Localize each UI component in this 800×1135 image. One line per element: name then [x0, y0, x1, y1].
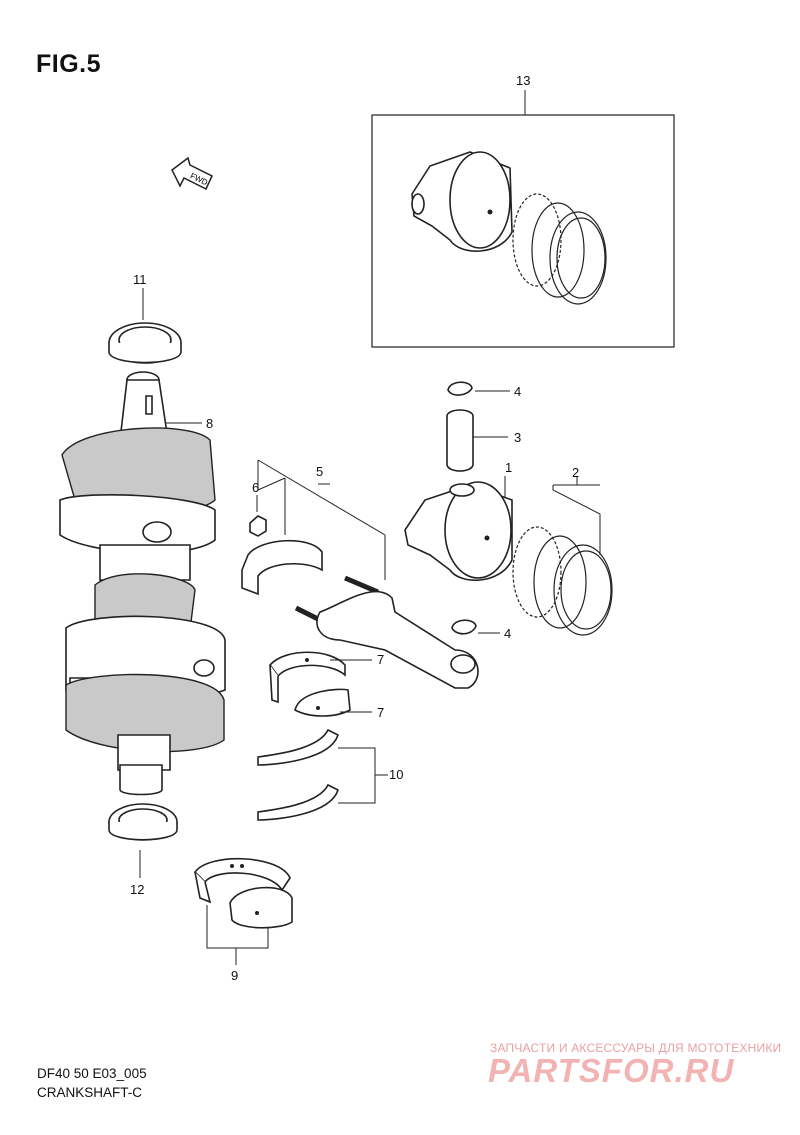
part-13-piston-set-box [371, 90, 675, 348]
callout-1: 1 [505, 460, 512, 475]
watermark-logo: PARTSFOR.RU [488, 1052, 735, 1089]
footer-diagram-name: CRANKSHAFT-C [37, 1085, 143, 1100]
callout-7-lower: 7 [377, 705, 384, 720]
part-8-crankshaft [59, 371, 226, 796]
part-2-piston-rings [512, 476, 613, 636]
part-7-conrod-bearing [268, 651, 372, 717]
watermark-tagline: ЗАПЧАСТИ И АКСЕССУАРЫ ДЛЯ МОТОТЕХНИКИ [490, 1041, 782, 1055]
callout-9: 9 [231, 968, 238, 983]
fwd-arrow-icon: FWD [171, 156, 213, 191]
callout-6: 6 [252, 480, 259, 495]
part-6-nut [249, 495, 267, 537]
part-9-main-bearing [193, 857, 293, 965]
callout-4-upper: 4 [514, 384, 521, 399]
callout-3: 3 [514, 430, 521, 445]
callout-2: 2 [572, 465, 579, 480]
callout-4-lower: 4 [504, 626, 511, 641]
part-11-oil-seal [108, 288, 182, 364]
part-1-piston [404, 476, 513, 581]
part-5-connecting-rod [241, 459, 479, 689]
callout-12: 12 [130, 882, 144, 897]
callout-13: 13 [516, 73, 530, 88]
callout-8: 8 [206, 416, 213, 431]
part-3-piston-pin [446, 409, 508, 472]
callout-7-upper: 7 [377, 652, 384, 667]
callout-11: 11 [133, 272, 147, 287]
figure-title: FIG.5 [36, 50, 102, 78]
callout-5: 5 [316, 464, 323, 479]
part-12-oil-seal [108, 803, 178, 878]
part-4-circlip-lower [451, 619, 500, 635]
part-10-thrust-washer [257, 728, 388, 821]
callout-10: 10 [389, 767, 403, 782]
footer-diagram-code: DF40 50 E03_005 [37, 1066, 147, 1081]
part-4-circlip-upper [447, 381, 510, 396]
